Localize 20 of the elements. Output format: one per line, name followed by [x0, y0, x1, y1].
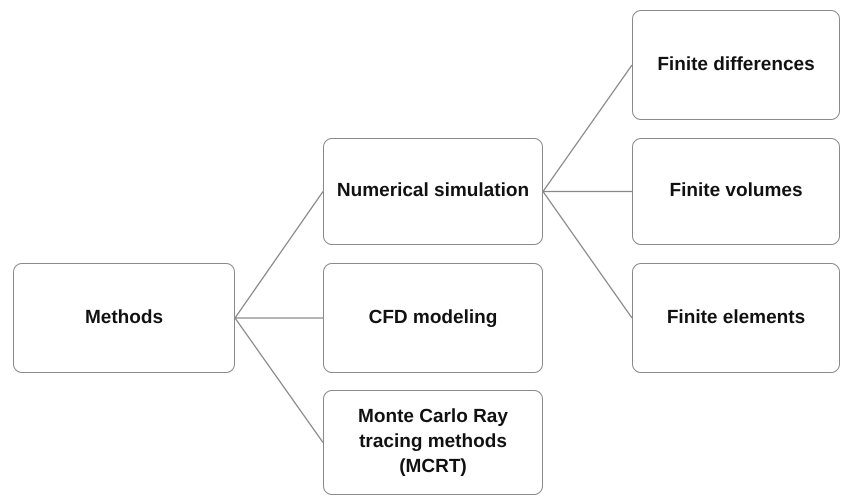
connector-line — [235, 317, 323, 319]
box-label: Finite elements — [666, 306, 806, 330]
connector-line — [542, 191, 633, 318]
connector-line — [543, 190, 632, 192]
rounded-box — [323, 263, 543, 373]
connector-line — [542, 64, 633, 192]
box-label: Monte Carlo Ray tracing methods (MCRT) — [357, 405, 509, 479]
rounded-box — [323, 390, 543, 495]
rounded-box — [632, 263, 840, 373]
connector-line — [234, 318, 324, 443]
connector-line — [234, 191, 324, 318]
rounded-box — [632, 10, 840, 120]
box-label: CFD modeling — [368, 306, 498, 330]
box-label: Numerical simulation — [336, 179, 530, 204]
rounded-box — [323, 138, 543, 245]
rounded-box — [632, 138, 840, 245]
box-label: Finite differences — [657, 52, 815, 77]
rounded-box — [13, 263, 235, 373]
box-label: Methods — [84, 306, 164, 330]
box-label: Finite volumes — [669, 179, 803, 204]
